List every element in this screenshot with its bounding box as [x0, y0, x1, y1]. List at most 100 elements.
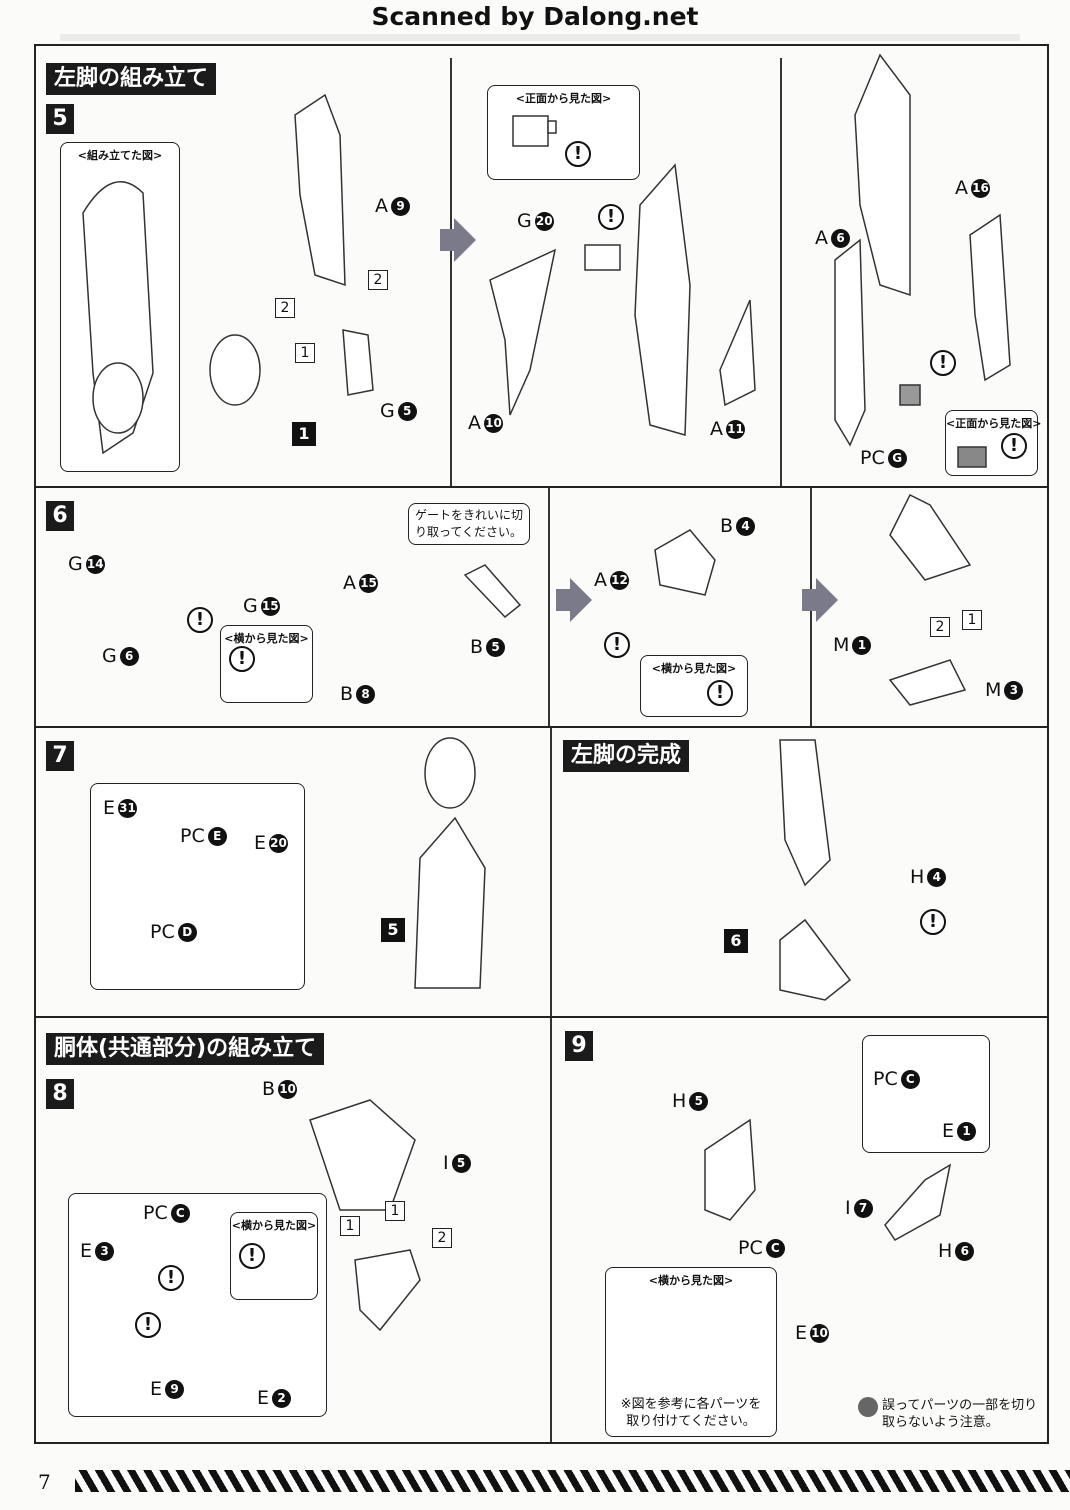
part-number: E — [207, 826, 227, 846]
part-number: 5 — [486, 637, 506, 657]
part-number: C — [900, 1069, 920, 1089]
runner-letter: A — [375, 195, 388, 217]
next-arrow-icon — [556, 578, 592, 622]
runner-letter: H — [910, 866, 925, 888]
runner-letter: E — [942, 1120, 955, 1142]
runner-letter: A — [343, 572, 356, 594]
warning-icon: ! — [158, 1265, 184, 1291]
runner-letter: A — [710, 418, 723, 440]
part-illustration — [584, 244, 621, 271]
runner-letter: PC — [860, 447, 885, 469]
warning-icon: ! — [598, 204, 624, 230]
order-marker: 1 — [385, 1201, 405, 1221]
warning-icon: ! — [920, 909, 946, 935]
part-number: 9 — [391, 196, 410, 216]
leg-part-illustration — [634, 163, 691, 436]
warning-icon: ! — [1001, 433, 1027, 459]
panel-divider — [548, 488, 550, 726]
warning-icon: ! — [135, 1312, 161, 1338]
gate-note-callout: ゲートをきれいに切り取ってください。 — [408, 503, 530, 545]
side-view-box: <横から見た図> ※図を参考に各パーツを取り付けてください。 — [605, 1267, 777, 1437]
warning-icon: ! — [604, 632, 630, 658]
foot-part-illustration — [889, 493, 972, 581]
section-title-torso: 胴体(共通部分)の組み立て — [46, 1033, 325, 1065]
assembled-view-box: <組み立てた図> — [60, 142, 180, 472]
foot-part-illustration — [654, 529, 716, 596]
part-illustration — [82, 181, 154, 455]
order-marker: 2 — [368, 270, 388, 290]
runner-letter: E — [795, 1322, 808, 1344]
side-view-box: <横から見た図> ! — [230, 1212, 318, 1300]
part-number: 12 — [610, 570, 629, 590]
part-number: 20 — [269, 833, 289, 853]
runner-letter: G — [517, 210, 532, 232]
caution-icon — [858, 1397, 878, 1417]
step-number: 6 — [46, 501, 74, 531]
part-number: 15 — [260, 596, 280, 616]
order-marker: 2 — [930, 617, 950, 637]
runner-letter: M — [833, 634, 850, 656]
runner-letter: M — [985, 679, 1002, 701]
runner-letter: I — [443, 1152, 449, 1174]
row-divider — [34, 726, 1049, 728]
warning-icon: ! — [239, 1243, 265, 1269]
armor-part-illustration — [489, 248, 557, 416]
runner-letter: PC — [738, 1237, 763, 1259]
warning-icon: ! — [565, 141, 591, 167]
part-number: 10 — [278, 1079, 298, 1099]
leg-part-illustration — [779, 739, 831, 887]
part-number: 31 — [118, 798, 138, 818]
runner-letter: B — [720, 515, 734, 537]
warning-icon: ! — [930, 350, 956, 376]
part-number: 14 — [85, 554, 105, 574]
pc-part-illustration — [899, 384, 921, 406]
part-number: G — [887, 448, 907, 468]
runner-letter: A — [815, 227, 828, 249]
detail-box — [90, 783, 305, 990]
next-arrow-icon — [440, 218, 476, 262]
knee-part-illustration — [209, 334, 261, 406]
warning-icon: ! — [229, 646, 255, 672]
runner-letter: PC — [143, 1202, 168, 1224]
part-number: 4 — [736, 516, 756, 536]
view-caption: <正面から見た図> — [946, 417, 1042, 430]
front-view-box: <正面から見た図> ! — [487, 85, 640, 180]
sole-part-illustration — [888, 659, 967, 706]
part-number: 10 — [810, 1323, 830, 1343]
view-caption: <正面から見た図> — [515, 92, 612, 105]
refer-note: ※図を参考に各パーツを取り付けてください。 — [620, 1397, 762, 1429]
part-number: 3 — [95, 1241, 115, 1261]
panel-divider — [550, 1018, 552, 1442]
part-number: 20 — [534, 211, 554, 231]
runner-letter: I — [845, 1197, 851, 1219]
warning-icon: ! — [187, 607, 213, 633]
leg-part-illustration — [294, 93, 346, 287]
part-number: C — [765, 1238, 785, 1258]
side-view-box: <横から見た図> ! — [640, 655, 748, 717]
runner-letter: B — [262, 1078, 276, 1100]
bleed-through-text — [60, 34, 1020, 41]
runner-letter: E — [254, 832, 267, 854]
panel-divider — [780, 58, 782, 486]
runner-letter: E — [150, 1378, 163, 1400]
part-number: 15 — [359, 573, 378, 593]
view-caption: <横から見た図> — [651, 662, 737, 675]
part-number: 1 — [957, 1121, 977, 1141]
